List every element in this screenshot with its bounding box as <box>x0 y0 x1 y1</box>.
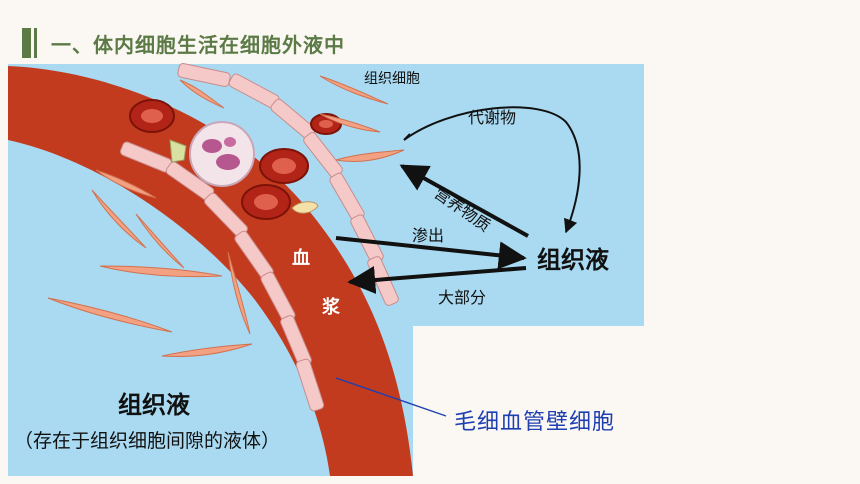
tissue-cell <box>91 189 147 249</box>
tissue-cell <box>135 213 185 269</box>
metabolite-arrow-start-tick <box>403 133 411 141</box>
seep-arrow <box>335 236 527 270</box>
return-arrow <box>347 266 527 294</box>
capillary-wall-pointer <box>335 377 447 417</box>
tissue-cells <box>47 75 405 357</box>
nutrient-arrow <box>399 164 529 238</box>
red-blood-cell-center <box>141 109 163 123</box>
tissue-fluid-note: （存在于组织细胞间隙的液体） <box>14 430 281 452</box>
plasma-label-2: 浆 <box>322 297 340 318</box>
tissue-cell <box>319 75 389 105</box>
tissue-cell <box>47 297 173 333</box>
platelets <box>169 139 319 214</box>
wall-cell <box>295 358 325 412</box>
tissue-cell <box>95 169 157 199</box>
page-title: 一、体内细胞生活在细胞外液中 <box>51 32 345 57</box>
tissue-cell <box>319 113 381 133</box>
wall-cell <box>177 62 231 88</box>
tissue-cell <box>227 251 251 335</box>
capillary-wall-inner <box>119 141 325 412</box>
metabolite-arrow <box>403 106 581 234</box>
tissue-cell <box>99 265 223 278</box>
tissue-cell-label: 组织细胞 <box>364 71 420 87</box>
white-blood-cell <box>189 121 255 187</box>
tissue-fluid-bottom-label: 组织液 <box>118 391 190 419</box>
capillary-wall-label: 毛细血管壁细胞 <box>454 410 616 435</box>
tissue-cell <box>335 149 405 163</box>
title-marker-thin <box>34 28 37 58</box>
red-blood-cell-center <box>272 158 296 174</box>
red-blood-cell-center <box>319 120 333 128</box>
red-blood-cell-center <box>254 194 278 210</box>
metabolite-label: 代谢物 <box>468 108 517 127</box>
plasma-label-1: 血 <box>292 248 310 269</box>
tissue-fluid-label: 组织液 <box>537 246 609 274</box>
title-marker <box>22 28 31 58</box>
tissue-cell <box>161 343 253 357</box>
tissue-cell <box>179 79 225 109</box>
tissue-fluid-left-region <box>8 140 330 476</box>
most-label: 大部分 <box>438 288 487 307</box>
section-header: 一、体内细胞生活在细胞外液中 <box>22 26 345 60</box>
seep-label: 渗出 <box>412 226 445 245</box>
